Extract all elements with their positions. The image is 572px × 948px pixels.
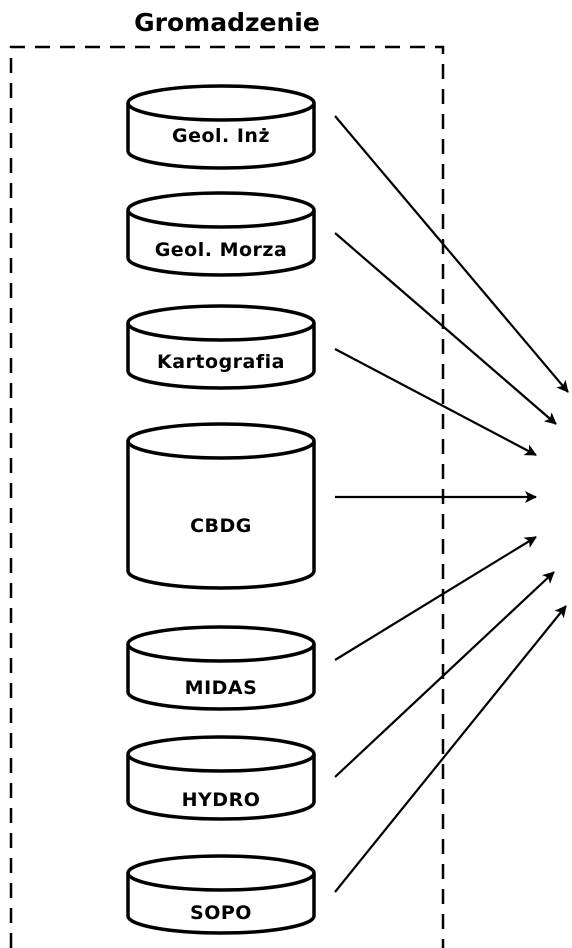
- arrow-midas: [334, 536, 537, 661]
- cylinder-rim: [126, 322, 316, 342]
- database-label: Geol. Inż: [172, 125, 270, 147]
- database-geol-inz[interactable]: Geol. Inż: [126, 84, 316, 170]
- cylinder-body: [126, 304, 316, 390]
- database-label: Kartografia: [157, 351, 285, 373]
- database-kartografia[interactable]: Kartografia: [126, 304, 316, 390]
- database-label: HYDRO: [182, 789, 261, 811]
- group-title: Gromadzenie: [134, 8, 320, 37]
- database-label: MIDAS: [185, 677, 258, 699]
- database-cbdg[interactable]: CBDG: [126, 422, 316, 590]
- cylinder-rim: [126, 209, 316, 229]
- arrow-geol-inz: [334, 115, 569, 393]
- arrow-hydro: [334, 571, 555, 778]
- database-hydro[interactable]: HYDRO: [126, 735, 316, 821]
- database-label: Geol. Morza: [155, 239, 288, 261]
- database-sopo[interactable]: SOPO: [126, 854, 316, 935]
- arrow-kartografia: [334, 348, 537, 456]
- database-geol-morza[interactable]: Geol. Morza: [126, 191, 316, 277]
- cylinder-rim: [126, 643, 316, 663]
- database-label: CBDG: [190, 515, 252, 537]
- database-midas[interactable]: MIDAS: [126, 625, 316, 711]
- cylinder-rim: [126, 440, 316, 460]
- cylinder-rim: [126, 872, 316, 892]
- database-label: SOPO: [190, 902, 252, 924]
- cylinder-body: [126, 422, 316, 590]
- cylinder-body: [126, 191, 316, 277]
- cylinder-rim: [126, 102, 316, 122]
- arrow-geol-morza: [334, 232, 557, 425]
- arrow-sopo: [334, 605, 567, 893]
- cylinder-rim: [126, 753, 316, 773]
